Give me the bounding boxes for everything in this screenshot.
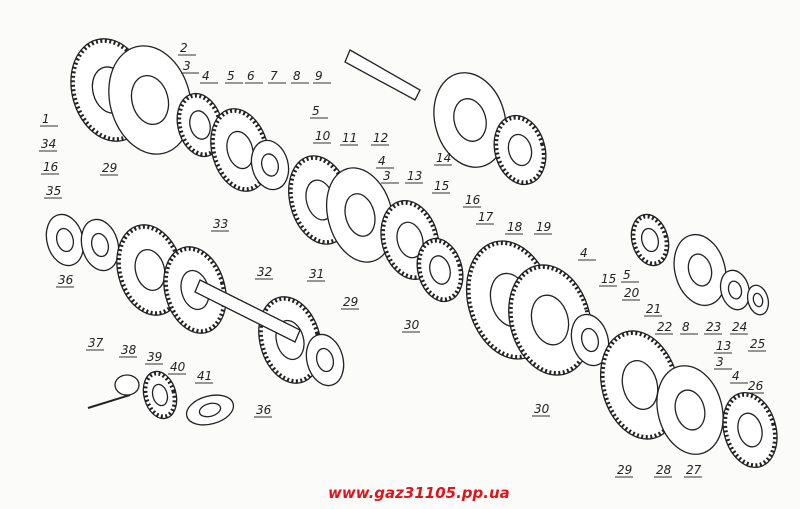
countershaft xyxy=(194,279,301,343)
leader-lines xyxy=(39,54,766,478)
part-label-2: 2 xyxy=(180,41,188,55)
part-label-36: 36 xyxy=(58,273,74,287)
bearing-36 xyxy=(80,218,120,272)
bearing-22 xyxy=(673,233,727,307)
part-label-25: 25 xyxy=(750,337,765,351)
part-label-31: 31 xyxy=(309,267,324,281)
shaft-seg xyxy=(570,313,610,367)
part-label-19: 19 xyxy=(536,220,551,234)
part-label-8: 8 xyxy=(293,69,301,83)
part-label-5: 5 xyxy=(312,104,320,118)
gear-5 xyxy=(630,213,670,267)
part-label-9: 9 xyxy=(315,69,323,83)
part-label-30: 30 xyxy=(404,318,420,332)
gear-39 xyxy=(142,370,178,420)
part-label-5: 5 xyxy=(623,268,631,282)
part-label-14: 14 xyxy=(436,151,451,165)
part-label-4: 4 xyxy=(378,154,386,168)
input-shaft xyxy=(344,49,421,101)
part-label-29: 29 xyxy=(617,463,632,477)
part-label-17: 17 xyxy=(478,210,494,224)
shaft-41 xyxy=(185,394,235,426)
bushing-38 xyxy=(114,374,140,396)
gear-block-2 xyxy=(163,246,227,334)
part-label-38: 38 xyxy=(121,343,137,357)
part-label-6: 6 xyxy=(247,69,255,83)
part-label-10: 10 xyxy=(315,129,331,143)
part-label-21: 21 xyxy=(646,302,661,316)
part-label-13: 13 xyxy=(407,169,422,183)
bearing-7 xyxy=(250,139,290,191)
part-label-29: 29 xyxy=(102,161,117,175)
part-label-24: 24 xyxy=(732,320,747,334)
ring-30 xyxy=(416,237,464,303)
part-label-33: 33 xyxy=(213,217,228,231)
part-label-16: 16 xyxy=(43,160,59,174)
gear-26 xyxy=(722,392,778,468)
part-label-16: 16 xyxy=(465,193,481,207)
part-label-23: 23 xyxy=(706,320,721,334)
sync-sleeve xyxy=(326,167,394,263)
part-label-40: 40 xyxy=(170,360,186,374)
part-label-34: 34 xyxy=(41,137,56,151)
part-label-5: 5 xyxy=(227,69,235,83)
part-label-37: 37 xyxy=(88,336,104,350)
ring-23 xyxy=(719,269,751,311)
bearing-14 xyxy=(433,72,507,168)
pin-37 xyxy=(87,394,131,409)
bearing-36b xyxy=(305,333,345,387)
part-label-36: 36 xyxy=(256,403,272,417)
sync-ring-16 xyxy=(493,114,547,186)
part-label-15: 15 xyxy=(601,272,616,286)
part-label-29: 29 xyxy=(343,295,358,309)
part-label-12: 12 xyxy=(373,131,388,145)
sync-ring xyxy=(108,45,192,155)
ring-25 xyxy=(746,284,770,316)
part-label-27: 27 xyxy=(686,463,702,477)
part-label-3: 3 xyxy=(716,355,724,369)
sync-sleeve-3 xyxy=(656,365,724,455)
part-label-1: 1 xyxy=(42,112,50,126)
part-label-15: 15 xyxy=(434,179,449,193)
part-label-41: 41 xyxy=(197,369,212,383)
part-label-4: 4 xyxy=(732,369,740,383)
part-label-28: 28 xyxy=(656,463,672,477)
part-label-3: 3 xyxy=(183,59,191,73)
part-label-35: 35 xyxy=(46,184,61,198)
part-label-20: 20 xyxy=(624,286,640,300)
part-label-39: 39 xyxy=(147,350,162,364)
part-label-8: 8 xyxy=(682,320,690,334)
part-label-32: 32 xyxy=(257,265,272,279)
part-label-26: 26 xyxy=(748,379,764,393)
part-label-30: 30 xyxy=(534,402,550,416)
part-label-22: 22 xyxy=(657,320,672,334)
website-url[interactable]: www.gaz31105.pp.ua xyxy=(328,484,510,502)
part-label-7: 7 xyxy=(270,69,278,83)
part-label-3: 3 xyxy=(383,169,391,183)
gear-19 xyxy=(508,264,592,376)
parts-layer xyxy=(45,38,778,468)
part-label-4: 4 xyxy=(202,69,210,83)
part-label-13: 13 xyxy=(716,339,731,353)
part-label-4: 4 xyxy=(580,246,588,260)
part-label-11: 11 xyxy=(342,131,357,145)
part-label-18: 18 xyxy=(507,220,523,234)
